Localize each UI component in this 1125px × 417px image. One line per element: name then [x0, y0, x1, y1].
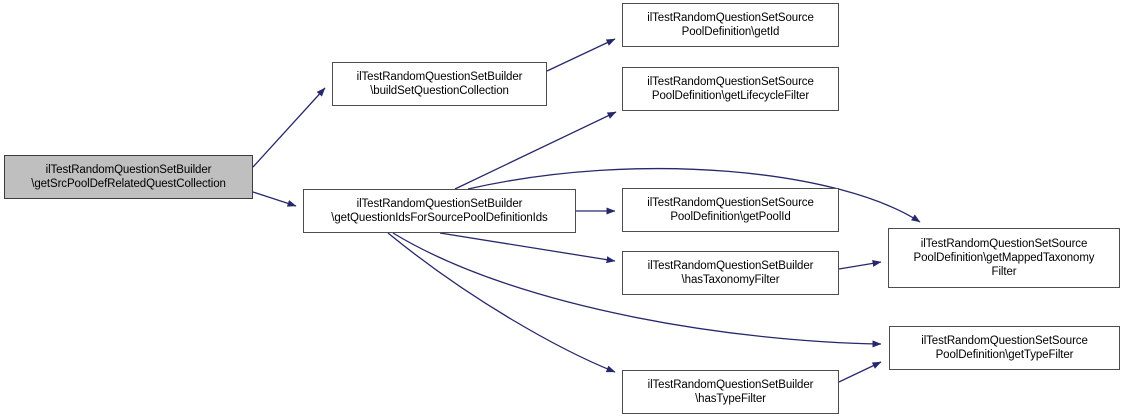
node-label-line: ilTestRandomQuestionSetBuilder: [647, 260, 814, 272]
node-label-line: ilTestRandomQuestionSetSource: [921, 335, 1088, 347]
node-label-line: ilTestRandomQuestionSetSource: [647, 12, 814, 24]
call-edge: [838, 361, 882, 383]
call-edge: [439, 232, 616, 264]
node-label-line: \getQuestionIdsForSourcePoolDefinitionId…: [331, 212, 548, 224]
node-label-line: ilTestRandomQuestionSetBuilder: [647, 379, 814, 391]
call-edge: [252, 191, 297, 207]
call-edge: [546, 38, 616, 72]
call-edge: [387, 232, 616, 373]
node-label-line: Filter: [991, 266, 1017, 278]
graph-node-buildSetQuestionCollection[interactable]: ilTestRandomQuestionSetBuilder \buildSetQ…: [332, 62, 547, 106]
node-label-line: ilTestRandomQuestionSetBuilder: [356, 71, 523, 83]
call-edge: [467, 167, 921, 223]
node-label-line: \getSrcPoolDefRelatedQuestCollection: [31, 178, 226, 190]
node-label-line: ilTestRandomQuestionSetSource: [647, 76, 814, 88]
node-label-line: \buildSetQuestionCollection: [370, 85, 509, 97]
node-label-line: PoolDefinition\getId: [681, 26, 780, 38]
node-label-line: ilTestRandomQuestionSetSource: [647, 197, 814, 209]
node-label-line: ilTestRandomQuestionSetBuilder: [45, 164, 212, 176]
call-edge: [454, 111, 617, 190]
node-label-line: PoolDefinition\getPoolId: [670, 211, 791, 223]
node-label-line: ilTestRandomQuestionSetBuilder: [356, 198, 523, 210]
node-label-line: PoolDefinition\getLifecycleFilter: [651, 90, 810, 102]
node-label-line: \hasTypeFilter: [695, 393, 766, 405]
call-edge: [252, 87, 326, 168]
graph-edges: [252, 38, 921, 383]
node-label-line: \hasTaxonomyFilter: [681, 274, 780, 286]
call-edge: [392, 232, 882, 348]
node-label-line: PoolDefinition\getMappedTaxonomy: [913, 252, 1095, 264]
graph-node-getSrcPoolDefRelatedQuestCollection[interactable]: ilTestRandomQuestionSetBuilder \getSrcPoo…: [4, 155, 253, 199]
graph-node-getQuestionIdsForSourcePoolDefinitionIds[interactable]: ilTestRandomQuestionSetBuilder \getQuesti…: [303, 189, 576, 233]
call-edge: [838, 259, 882, 270]
node-label-line: PoolDefinition\getTypeFilter: [935, 349, 1074, 361]
graph-node-hasTypeFilter[interactable]: ilTestRandomQuestionSetBuilder \hasTypeFi…: [622, 370, 839, 414]
node-label-line: ilTestRandomQuestionSetSource: [920, 238, 1088, 250]
graph-node-hasTaxonomyFilter[interactable]: ilTestRandomQuestionSetBuilder \hasTaxono…: [622, 251, 839, 295]
